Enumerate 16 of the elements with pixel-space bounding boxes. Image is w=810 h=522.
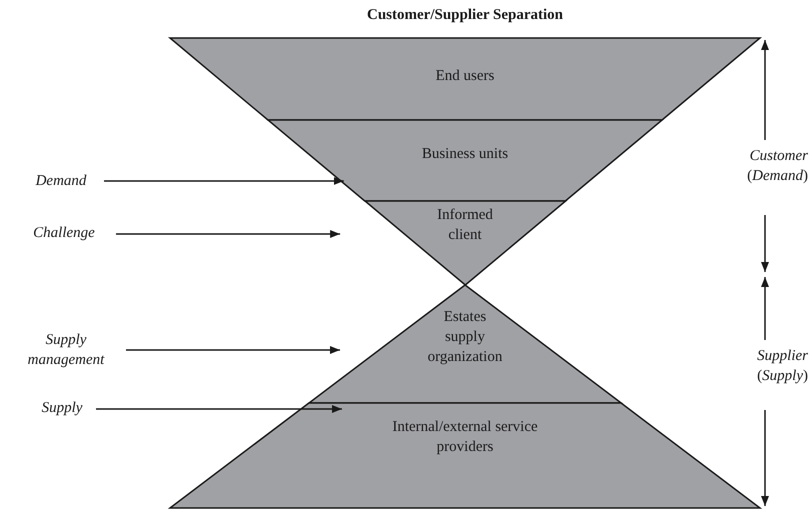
dimension-label: Supplier (Supply) [756, 347, 808, 386]
side-label: Challenge [33, 224, 95, 243]
arrow [126, 346, 340, 354]
band-label: Business units [422, 145, 508, 164]
arrow [104, 177, 344, 185]
band-label: End users [436, 67, 494, 86]
side-label: Demand [36, 172, 86, 191]
band-label: Internal/external service providers [391, 418, 539, 457]
band-label: Estates supply organization [426, 308, 504, 367]
arrow [116, 230, 340, 238]
diagram-title: Customer/Supplier Separation [366, 6, 564, 25]
arrow [96, 405, 342, 413]
side-label: Supply [42, 399, 82, 418]
dimension-label: Customer (Demand) [746, 147, 808, 186]
band-label: Informed client [436, 206, 494, 245]
side-label: Supply management [26, 331, 106, 370]
